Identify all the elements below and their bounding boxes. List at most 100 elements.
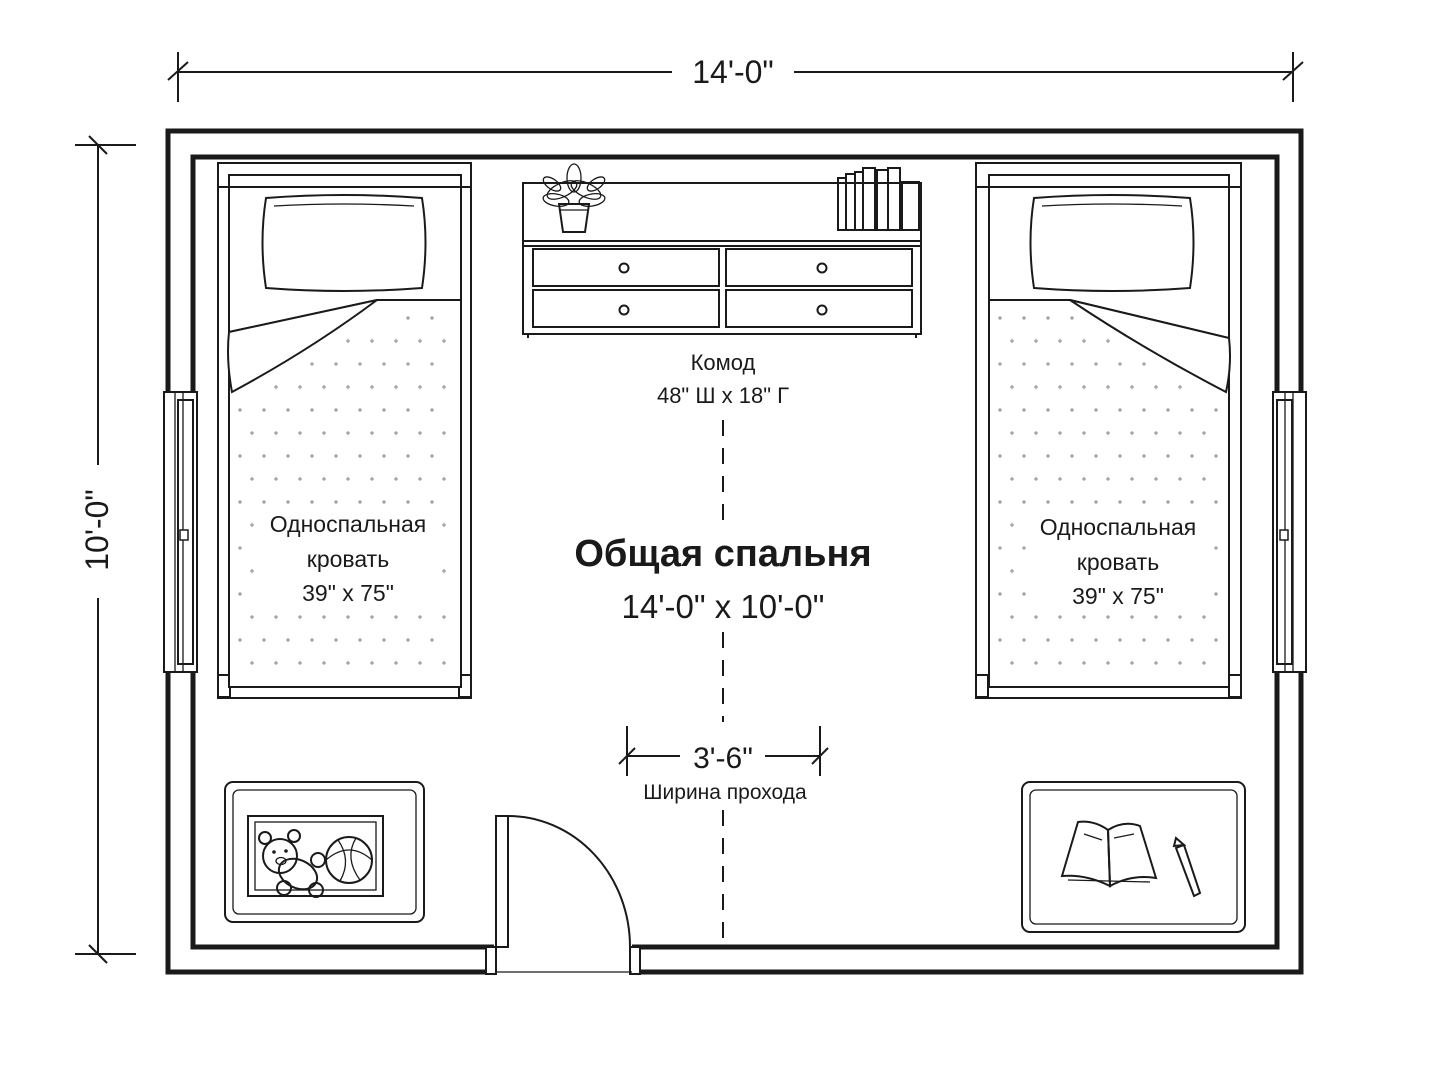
blanket-dot: [1106, 431, 1110, 435]
dresser-size: 48" Ш x 18" Г: [657, 383, 789, 408]
blanket-dot: [286, 408, 290, 412]
blanket-dot: [298, 385, 302, 389]
blanket-dot: [1070, 362, 1074, 366]
blanket-dot: [1190, 500, 1194, 504]
blanket-dot: [322, 385, 326, 389]
blanket-dot: [1058, 661, 1062, 665]
blanket-dot: [1022, 362, 1026, 366]
blanket-dot: [262, 500, 266, 504]
blanket-dot: [418, 431, 422, 435]
blanket-dot: [1214, 546, 1218, 550]
blanket-dot: [1190, 638, 1194, 642]
blanket-dot: [370, 431, 374, 435]
dresser-name: Комод: [691, 350, 756, 375]
blanket-dot: [1070, 500, 1074, 504]
blanket-dot: [1118, 500, 1122, 504]
blanket-dot: [358, 408, 362, 412]
blanket-dot: [406, 316, 410, 320]
blanket-dot: [1058, 477, 1062, 481]
pencil-icon: [1172, 836, 1202, 898]
books-icon: [837, 167, 920, 231]
blanket-dot: [998, 546, 1002, 550]
blanket-dot: [1022, 592, 1026, 596]
blanket-dot: [1094, 500, 1098, 504]
blanket-dot: [1094, 362, 1098, 366]
blanket-dot: [358, 500, 362, 504]
blanket-dot: [358, 454, 362, 458]
blanket-dot: [394, 385, 398, 389]
pillow: [261, 194, 427, 292]
blanket-dot: [1034, 661, 1038, 665]
blanket-dot: [1082, 661, 1086, 665]
blanket-dot: [1046, 316, 1050, 320]
blanket-dot: [1106, 477, 1110, 481]
blanket-dot: [1214, 500, 1218, 504]
blanket-dot: [1142, 638, 1146, 642]
blanket-dot: [1034, 477, 1038, 481]
rug-left: [224, 781, 425, 923]
blanket-dot: [418, 477, 422, 481]
blanket-dot: [358, 362, 362, 366]
blanket-dot: [442, 477, 446, 481]
blanket-dot: [406, 454, 410, 458]
blanket-dot: [238, 592, 242, 596]
blanket-dot: [998, 316, 1002, 320]
blanket-dot: [1094, 408, 1098, 412]
blanket-dot: [238, 638, 242, 642]
door: [495, 815, 632, 973]
blanket-dot: [382, 500, 386, 504]
bed-left-size: 39" x 75": [302, 580, 394, 606]
blanket-dot: [1106, 661, 1110, 665]
dresser: Комод 48" Ш x 18" Г: [522, 163, 922, 408]
teddy-bear-icon: [258, 829, 326, 898]
blanket-dot: [1106, 339, 1110, 343]
blanket-dot: [1178, 477, 1182, 481]
blanket-dot: [1010, 615, 1014, 619]
blanket-dot: [998, 454, 1002, 458]
blanket-dot: [358, 638, 362, 642]
rug-right: [1021, 781, 1246, 933]
blanket-dot: [1202, 615, 1206, 619]
blanket-dot: [1046, 638, 1050, 642]
blanket-dot: [430, 316, 434, 320]
blanket-dot: [334, 454, 338, 458]
bed-left: Односпальная кровать 39" x 75": [217, 162, 472, 699]
drawer-knob: [816, 304, 828, 316]
drawer-knob: [618, 262, 630, 274]
blanket-dot: [430, 454, 434, 458]
blanket-dot: [1166, 454, 1170, 458]
blanket-dot: [1022, 638, 1026, 642]
blanket-dot: [1010, 431, 1014, 435]
blanket-dot: [262, 408, 266, 412]
blanket-dot: [286, 500, 290, 504]
blanket-dot: [1178, 385, 1182, 389]
blanket-dot: [382, 454, 386, 458]
blanket-dot: [310, 362, 314, 366]
blanket-dot: [1130, 615, 1134, 619]
blanket-dot: [418, 339, 422, 343]
blanket-dot: [394, 661, 398, 665]
blanket-dot: [382, 408, 386, 412]
blanket-dot: [442, 615, 446, 619]
blanket-dot: [250, 431, 254, 435]
blanket-dot: [274, 477, 278, 481]
blanket-dot: [346, 431, 350, 435]
blanket-dot: [274, 431, 278, 435]
right-window: [1272, 391, 1307, 673]
blanket-dot: [274, 615, 278, 619]
blanket-dot: [310, 500, 314, 504]
blanket-dot: [1046, 500, 1050, 504]
blanket-dot: [430, 408, 434, 412]
blanket-dot: [998, 500, 1002, 504]
blanket-dot: [406, 500, 410, 504]
blanket-dot: [1214, 638, 1218, 642]
blanket-dot: [1130, 477, 1134, 481]
blanket-dot: [1022, 546, 1026, 550]
blanket-dot: [286, 454, 290, 458]
blanket-dot: [1214, 408, 1218, 412]
blanket-dot: [430, 362, 434, 366]
blanket-dot: [1010, 569, 1014, 573]
blanket-dot: [370, 339, 374, 343]
drawer-knob: [618, 304, 630, 316]
